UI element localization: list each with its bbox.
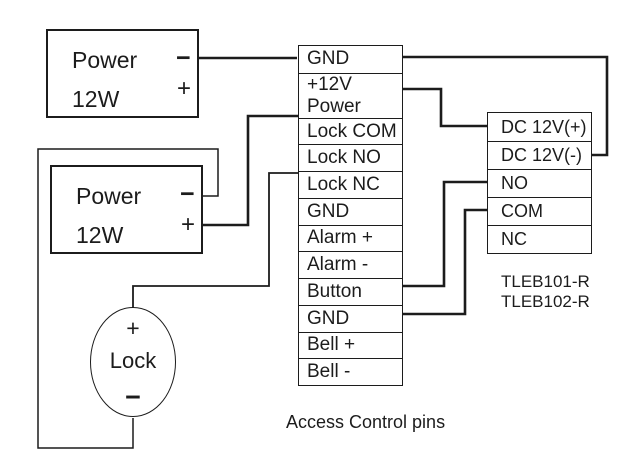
access-control-pin-block: GND +12V Power Lock COM Lock NO Lock NC … — [298, 45, 403, 386]
power-supply-2-plus-terminal: + — [181, 211, 196, 238]
wire-12v-power-to-dc12v-pos — [402, 87, 488, 128]
relay-pin-dc12v-pos: DC 12V(+) — [488, 113, 591, 141]
ac-pin-label: Button — [307, 280, 362, 302]
ac-pin-lock-nc: Lock NC — [299, 171, 402, 198]
ac-pin-button: Button — [299, 278, 402, 305]
wire-psu2-neg-to-lock-neg — [37, 148, 219, 449]
ac-pin-gnd-2: GND — [299, 197, 402, 225]
ac-pin-label: Lock NO — [307, 147, 381, 169]
ac-pin-label: Lock COM — [307, 120, 397, 142]
relay-pin-label: DC 12V(+) — [501, 116, 587, 137]
relay-pin-label: NO — [501, 173, 528, 193]
power-supply-1-plus-terminal: + — [177, 75, 192, 102]
ac-pin-bell-plus: Bell + — [299, 331, 402, 359]
ac-pin-label: GND — [307, 307, 350, 329]
ac-pin-label: Alarm + — [307, 227, 373, 249]
ac-pin-12v-power: +12V Power — [299, 72, 402, 118]
ac-pin-bell-minus: Bell - — [299, 358, 402, 385]
power-supply-1-minus-terminal: − — [176, 44, 191, 72]
wire-gnd-to-dc12v-neg — [402, 55, 609, 157]
lock-symbol: + Lock − — [90, 307, 176, 417]
power-supply-2: Power 12W − + — [50, 165, 203, 254]
ac-pin-label: Bell - — [307, 361, 351, 383]
relay-pin-dc12v-neg: DC 12V(-) — [488, 141, 591, 169]
ac-pin-label: GND — [307, 48, 350, 70]
power-supply-1-title: Power — [72, 47, 138, 73]
ac-pin-lock-no: Lock NO — [299, 144, 402, 171]
power-supply-2-wattage: 12W — [76, 222, 124, 248]
wire-button-to-no — [402, 180, 488, 288]
wire-psu2-pos-to-lock-com — [202, 114, 299, 227]
relay-pin-label: NC — [501, 229, 527, 249]
power-supply-2-title: Power — [76, 183, 142, 209]
lock-plus-terminal: + — [126, 315, 140, 341]
relay-board-pin-block: DC 12V(+) DC 12V(-) NO COM NC — [487, 112, 592, 254]
ac-pin-lock-com: Lock COM — [299, 117, 402, 145]
relay-pin-com: COM — [488, 197, 591, 225]
ac-pin-alarm-minus: Alarm - — [299, 251, 402, 278]
power-supply-1-wattage: 12W — [72, 86, 120, 112]
ac-pin-alarm-plus: Alarm + — [299, 224, 402, 252]
ac-pin-label: +12V Power — [307, 73, 361, 117]
wire-gnd-to-com — [402, 208, 488, 316]
relay-board-model-2: TLEB102-R — [501, 291, 590, 311]
power-supply-2-minus-terminal: − — [180, 180, 195, 208]
ac-pin-gnd-1: GND — [299, 46, 402, 73]
relay-board-model-labels: TLEB101-R TLEB102-R — [501, 272, 590, 311]
ac-pin-label: GND — [307, 200, 350, 222]
relay-pin-label: DC 12V(-) — [501, 145, 583, 165]
wire-lock-nc-to-lock-pos — [132, 172, 299, 309]
relay-pin-label: COM — [501, 201, 543, 221]
lock-minus-terminal: − — [125, 382, 141, 412]
ac-pin-gnd-3: GND — [299, 304, 402, 332]
lock-label: Lock — [109, 348, 157, 373]
relay-pin-no: NO — [488, 169, 591, 197]
diagram-caption: Access Control pins — [286, 412, 446, 432]
ac-pin-label: Bell + — [307, 334, 356, 356]
ac-pin-label: Alarm - — [307, 254, 369, 276]
ac-pin-label: Lock NC — [307, 174, 380, 196]
relay-board-model-1: TLEB101-R — [501, 272, 590, 291]
power-supply-1: Power 12W − + — [46, 29, 199, 118]
relay-pin-nc: NC — [488, 225, 591, 253]
